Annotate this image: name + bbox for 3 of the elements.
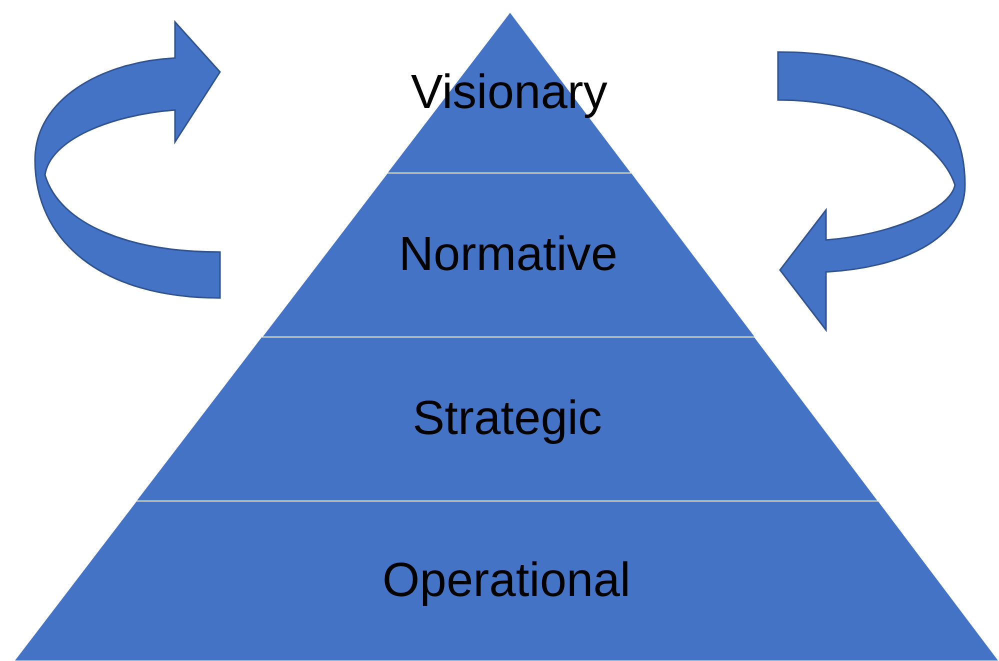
level-label: Normative — [398, 231, 619, 279]
level-label: Operational — [381, 557, 632, 605]
level-label: Strategic — [412, 395, 604, 443]
